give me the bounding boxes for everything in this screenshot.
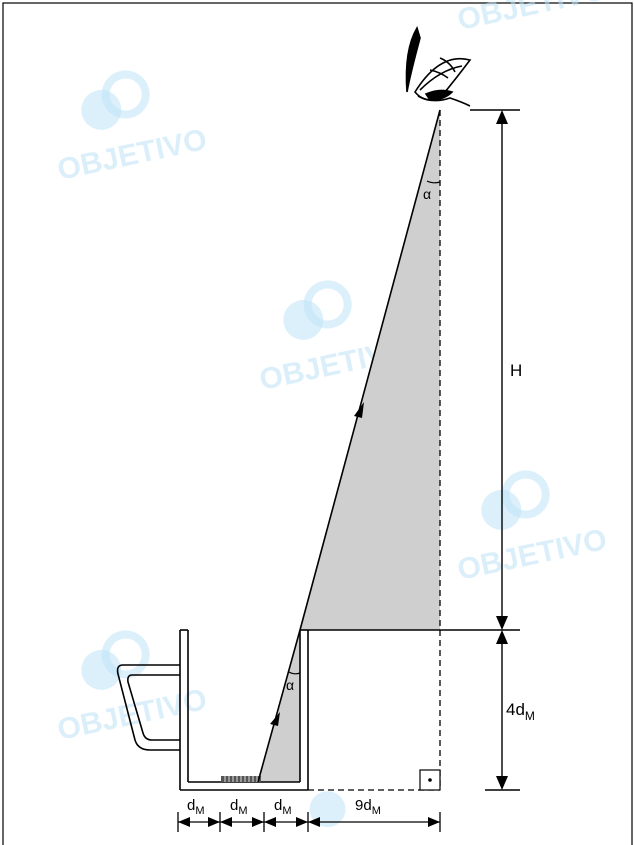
watermark-6	[309, 791, 346, 828]
light-ray	[257, 109, 441, 783]
angle-arc-top	[426, 180, 441, 184]
ray-arrow-upper	[354, 402, 364, 418]
label-4dm: 4dM	[506, 700, 535, 723]
label-seg3: dM	[274, 797, 292, 817]
label-seg4: 9dM	[355, 797, 381, 817]
label-seg1: dM	[187, 797, 205, 817]
ray-arrow-lower	[270, 712, 280, 726]
glass-container	[116, 629, 309, 791]
svg-text:OBJETIVO: OBJETIVO	[455, 0, 610, 37]
watermark-3: OBJETIVO	[455, 470, 610, 587]
svg-text:OBJETIVO: OBJETIVO	[455, 523, 610, 587]
coin	[221, 776, 261, 782]
label-seg2: dM	[230, 797, 248, 817]
angle-label-top: α	[423, 186, 431, 202]
watermark-5: OBJETIVO	[455, 0, 610, 37]
angle-label-bottom: α	[286, 677, 294, 693]
angle-arc-bottom	[288, 671, 301, 675]
label-h: H	[510, 361, 522, 380]
watermark-1: OBJETIVO	[55, 70, 210, 187]
dimension-4dm: 4dM	[496, 630, 535, 790]
watermark-4: OBJETIVO	[55, 630, 210, 747]
bottom-dimension-arrows	[178, 817, 440, 827]
dimension-h: H	[496, 110, 522, 630]
eye-icon	[405, 26, 472, 107]
right-angle-marker	[419, 769, 441, 791]
svg-text:OBJETIVO: OBJETIVO	[55, 683, 210, 747]
svg-text:OBJETIVO: OBJETIVO	[55, 123, 210, 187]
